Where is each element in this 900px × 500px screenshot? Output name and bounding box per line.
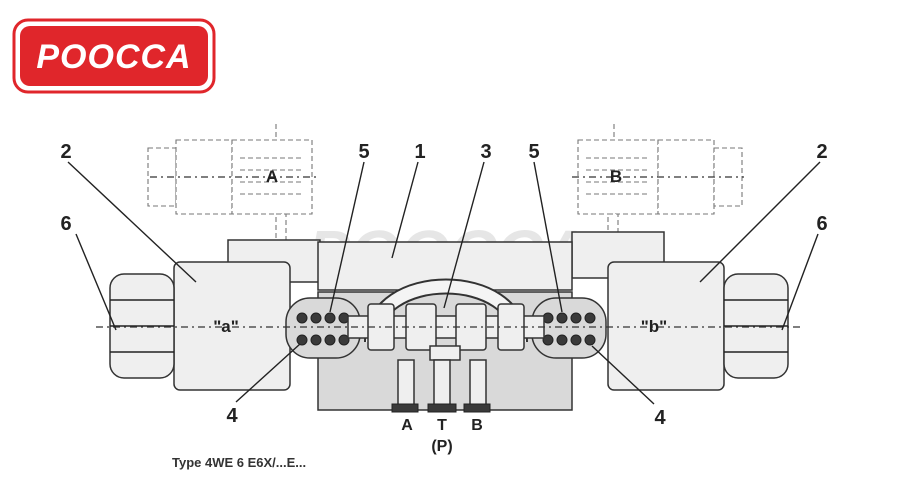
solenoid-b-outline	[577, 124, 743, 245]
callout-5-right: 5	[528, 141, 539, 163]
type-caption: Type 4WE 6 E6X/...E...	[172, 455, 306, 470]
solenoid-a-label: A	[266, 167, 278, 186]
end-nut-left	[109, 273, 175, 379]
callout-2-left: 2	[60, 141, 71, 163]
callout-2-right: 2	[816, 141, 827, 163]
port-t-label: T	[437, 417, 447, 434]
side-b-label: "b"	[641, 317, 668, 336]
side-a-label: "a"	[213, 317, 239, 336]
poocca-logo: POOCCA	[12, 18, 216, 94]
callout-5-left: 5	[358, 141, 369, 163]
port-a-label: A	[401, 417, 413, 434]
solenoid-b-label: B	[610, 167, 622, 186]
callout-6-right: 6	[816, 213, 827, 235]
end-nut-right	[723, 273, 789, 379]
logo-text: POOCCA	[36, 38, 191, 76]
callout-6-left: 6	[60, 213, 71, 235]
callout-4-right: 4	[654, 407, 666, 429]
callout-4-left: 4	[226, 405, 238, 427]
port-p-label: (P)	[431, 438, 452, 455]
leader-lines	[67, 161, 821, 405]
control-spool	[347, 303, 545, 361]
spring-right	[542, 312, 596, 346]
callout-1: 1	[414, 141, 425, 163]
callout-3: 3	[480, 141, 491, 163]
port-b-label: B	[471, 417, 483, 434]
solenoid-a-outline	[147, 124, 313, 245]
port-channels	[391, 359, 491, 413]
spring-left	[296, 312, 350, 346]
